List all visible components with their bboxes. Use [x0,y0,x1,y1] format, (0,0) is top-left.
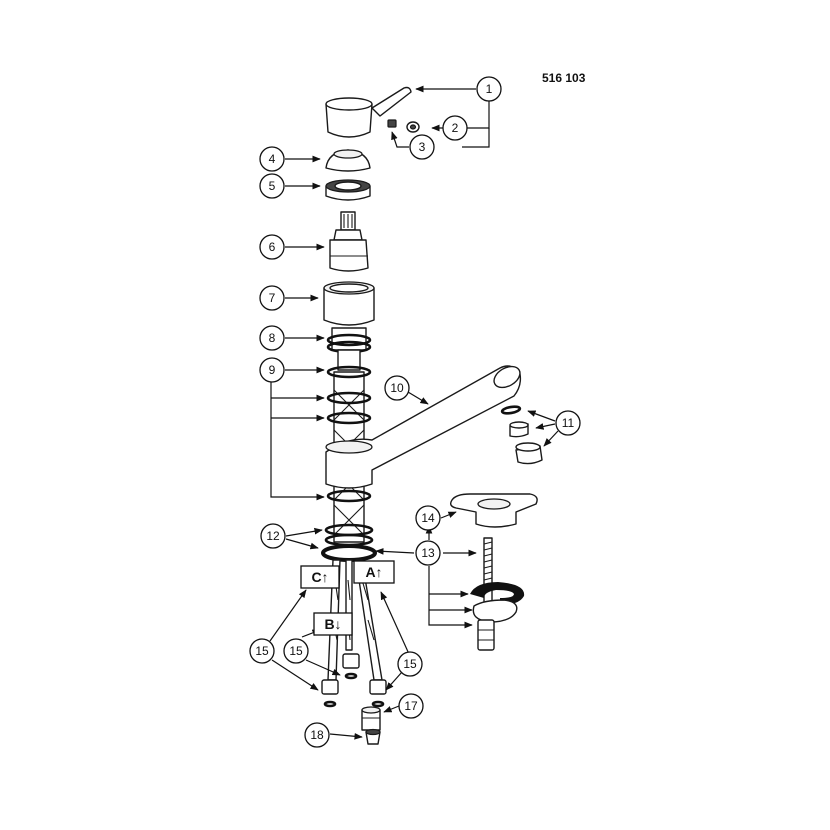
callout-5: 5 [259,173,285,199]
callout-11: 11 [555,410,581,436]
cartridge [329,211,369,272]
callout-1: 1 [476,76,502,102]
o-ring [326,391,372,405]
svg-text:3: 3 [419,140,426,154]
svg-text:5: 5 [269,179,276,193]
hot-water-label: A↑ [353,560,395,584]
dome-cover [325,149,371,172]
callout-6: 6 [259,234,285,260]
callout-9: 9 [259,357,285,383]
svg-text:14: 14 [421,511,435,525]
leader-lines [269,85,559,740]
svg-text:15: 15 [289,644,303,658]
callout-13: 13 [415,540,441,566]
model-number: 516 103 [542,71,586,85]
aerator-set [500,405,543,465]
cover-cap [406,121,420,133]
svg-text:B↓: B↓ [324,616,341,632]
valve-body-top [326,327,372,371]
svg-text:4: 4 [269,152,276,166]
callout-8: 8 [259,325,285,351]
svg-text:17: 17 [404,699,418,713]
check-valve [365,728,381,745]
cold-water-label: C↑ [300,565,340,589]
mixed-water-label: B↓ [313,612,353,636]
callout-2: 2 [442,115,468,141]
svg-text:18: 18 [310,728,324,742]
sleeve [323,281,375,326]
svg-text:9: 9 [269,363,276,377]
set-screw [387,119,397,128]
adapter-fitting [361,706,381,731]
mounting-plate [449,493,538,528]
lever-handle [325,86,412,138]
svg-text:8: 8 [269,331,276,345]
svg-text:15: 15 [255,644,269,658]
svg-text:6: 6 [269,240,276,254]
callout-15-right: 15 [397,651,423,677]
svg-text:2: 2 [452,121,459,135]
callout-3: 3 [409,134,435,160]
svg-text:A↑: A↑ [365,564,382,580]
callout-7: 7 [259,285,285,311]
spout [325,365,522,489]
svg-text:11: 11 [562,416,575,430]
svg-text:10: 10 [390,381,404,395]
svg-text:1: 1 [486,82,493,96]
callout-14: 14 [415,505,441,531]
threaded-ring [325,179,371,201]
callout-10: 10 [384,375,410,401]
svg-text:13: 13 [421,546,435,560]
o-ring [326,411,372,425]
svg-text:12: 12 [266,529,280,543]
callout-15-mid: 15 [283,638,309,664]
callout-12: 12 [260,523,286,549]
svg-text:15: 15 [403,657,417,671]
callout-17: 17 [398,693,424,719]
callout-4: 4 [259,146,285,172]
threaded-rod-assembly [470,537,525,651]
callout-15-left: 15 [249,638,275,664]
callout-18: 18 [304,722,330,748]
base-gasket [321,544,377,562]
svg-text:C↑: C↑ [311,569,328,585]
o-ring [326,489,372,503]
o-ring [326,365,372,379]
svg-text:7: 7 [269,291,276,305]
